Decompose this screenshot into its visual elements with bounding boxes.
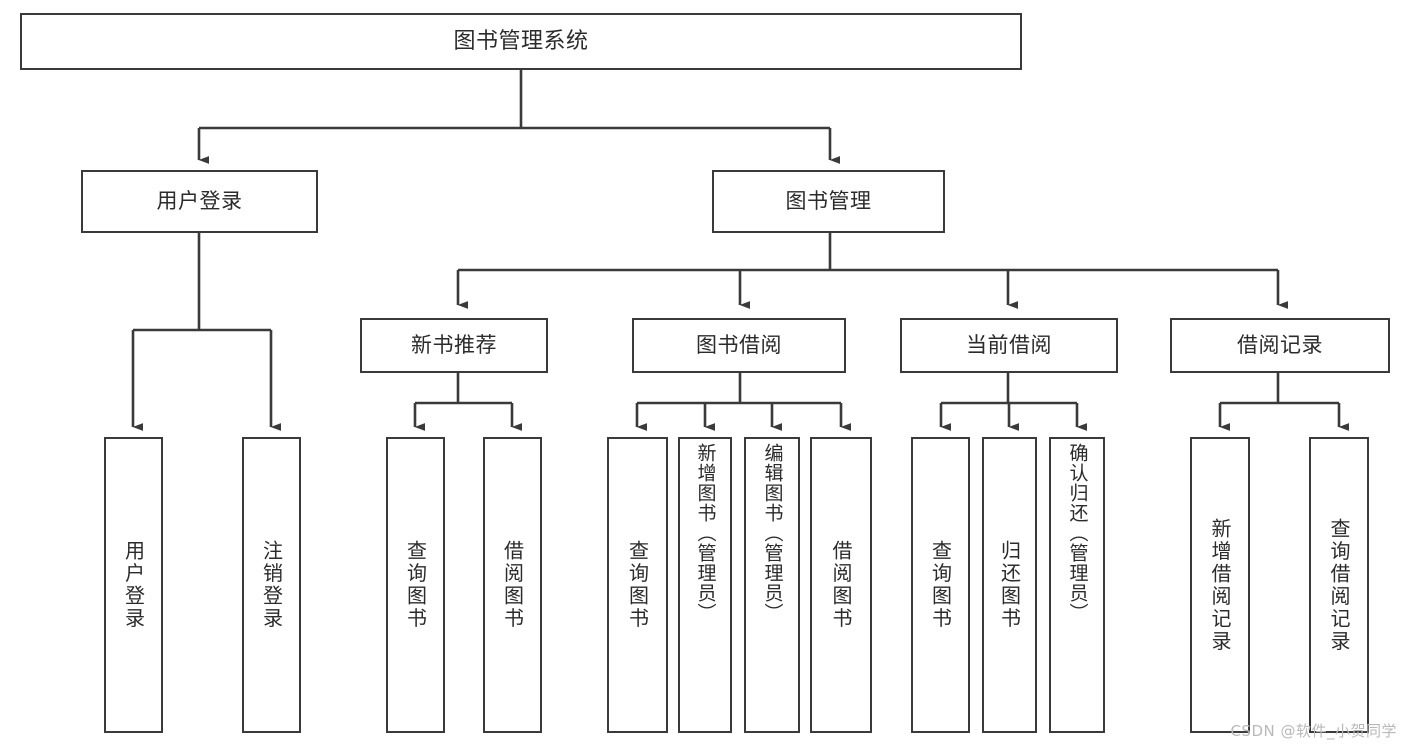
node-label: 查询借阅记录 bbox=[1327, 517, 1351, 653]
node-leaf-logout[interactable]: 注销登录 bbox=[242, 437, 301, 733]
node-label: 注销登录 bbox=[259, 540, 284, 630]
node-label: 借阅记录 bbox=[1237, 333, 1323, 358]
node-user-login[interactable]: 用户登录 bbox=[81, 170, 318, 233]
node-label: 确认归还（管理员） bbox=[1066, 443, 1089, 623]
node-label: 图书借阅 bbox=[696, 333, 782, 358]
node-leaf-edit-book[interactable]: 编辑图书（管理员） bbox=[744, 437, 800, 733]
watermark: CSDN @软件_小贺同学 bbox=[1230, 722, 1397, 740]
node-label: 新增借阅记录 bbox=[1208, 517, 1232, 653]
node-leaf-add-book[interactable]: 新增图书（管理员） bbox=[678, 437, 732, 733]
node-label: 新增图书（管理员） bbox=[694, 443, 717, 623]
node-label: 用户登录 bbox=[121, 540, 146, 630]
node-label: 查询图书 bbox=[625, 540, 650, 630]
node-leaf-confirm-return[interactable]: 确认归还（管理员） bbox=[1049, 437, 1105, 733]
node-root-system[interactable]: 图书管理系统 bbox=[20, 13, 1022, 70]
node-new-book-recommend[interactable]: 新书推荐 bbox=[360, 318, 548, 373]
node-label: 新书推荐 bbox=[411, 333, 497, 358]
node-label: 查询图书 bbox=[928, 540, 953, 630]
node-borrow-record[interactable]: 借阅记录 bbox=[1170, 318, 1390, 373]
node-label: 借阅图书 bbox=[829, 540, 853, 630]
node-book-borrow[interactable]: 图书借阅 bbox=[632, 318, 846, 373]
node-leaf-query-book-3[interactable]: 查询图书 bbox=[911, 437, 970, 733]
node-current-borrow[interactable]: 当前借阅 bbox=[900, 318, 1118, 373]
node-leaf-add-record[interactable]: 新增借阅记录 bbox=[1190, 437, 1250, 733]
node-label: 当前借阅 bbox=[966, 333, 1052, 358]
node-label: 查询图书 bbox=[403, 540, 428, 630]
node-leaf-return-book[interactable]: 归还图书 bbox=[982, 437, 1037, 733]
node-leaf-user-login[interactable]: 用户登录 bbox=[104, 437, 163, 733]
node-label: 图书管理 bbox=[785, 189, 872, 214]
node-label: 用户登录 bbox=[156, 189, 243, 214]
node-leaf-query-record[interactable]: 查询借阅记录 bbox=[1309, 437, 1369, 733]
node-leaf-borrow-book-1[interactable]: 借阅图书 bbox=[483, 437, 542, 733]
node-label: 编辑图书（管理员） bbox=[761, 443, 784, 623]
node-label: 图书管理系统 bbox=[453, 28, 589, 54]
node-leaf-borrow-book-2[interactable]: 借阅图书 bbox=[810, 437, 872, 733]
node-label: 归还图书 bbox=[997, 540, 1022, 630]
node-label: 借阅图书 bbox=[500, 540, 525, 630]
node-book-manage[interactable]: 图书管理 bbox=[712, 170, 945, 233]
node-leaf-query-book-1[interactable]: 查询图书 bbox=[386, 437, 445, 733]
node-leaf-query-book-2[interactable]: 查询图书 bbox=[607, 437, 668, 733]
